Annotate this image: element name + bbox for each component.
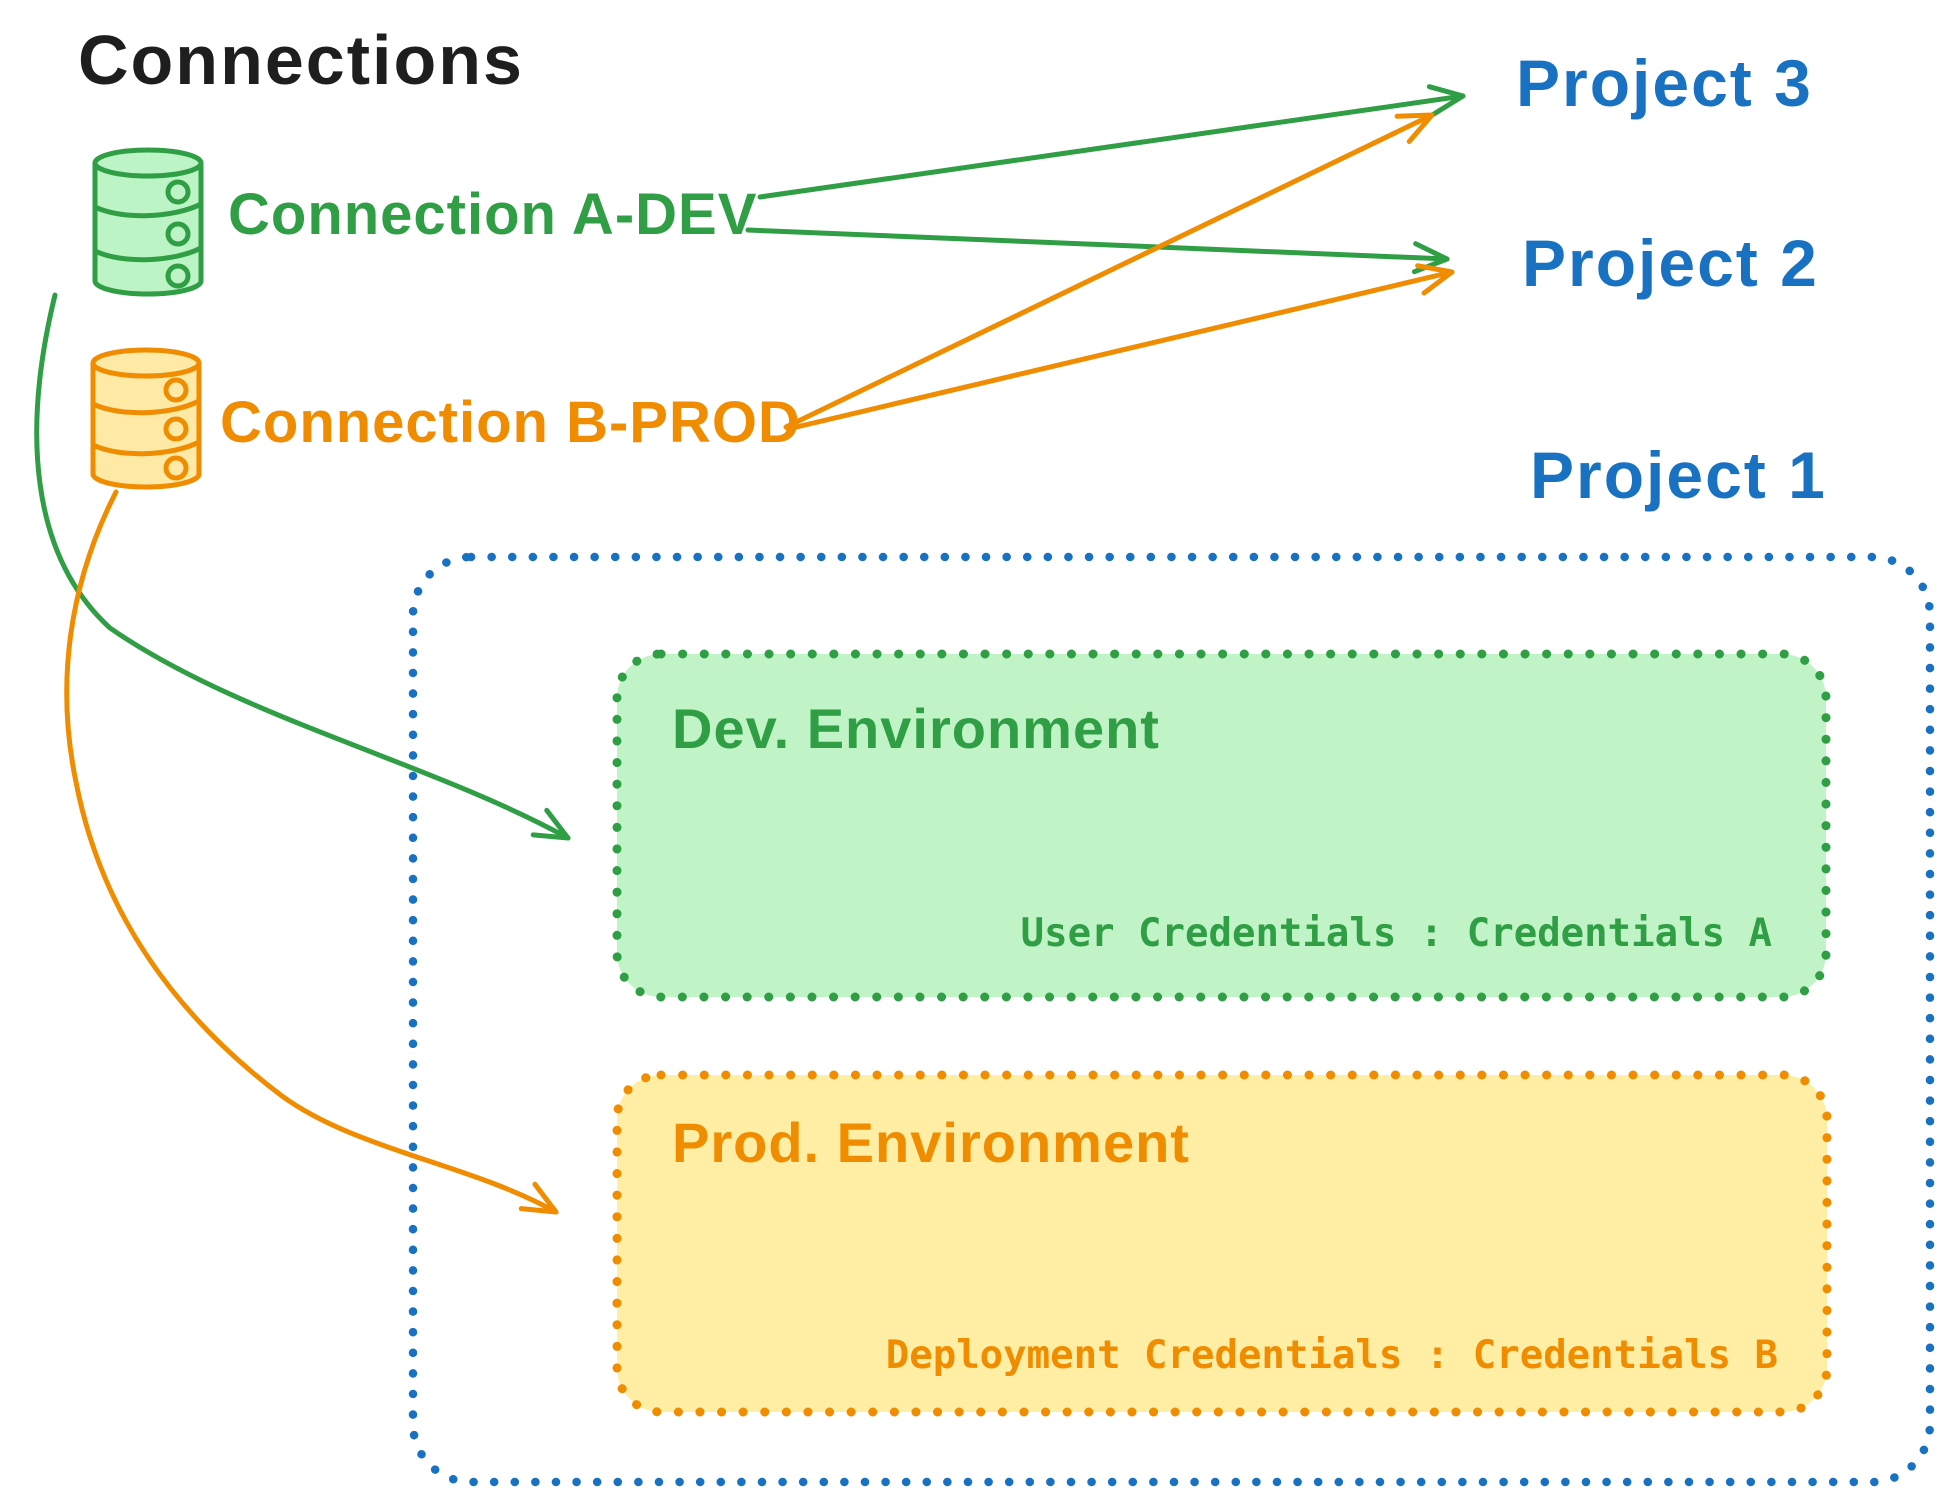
connection-a-dev-label: Connection A-DEV (228, 182, 757, 247)
database-icon-a-dev (92, 147, 204, 297)
arrow-a-dev-to-project-2 (745, 227, 1450, 275)
dev-environment-title: Dev. Environment (672, 697, 1160, 760)
dev-environment-rect (612, 649, 1831, 1002)
diagram-title: Connections (78, 21, 524, 99)
prod-credentials-text: Deployment Credentials : Credentials B (886, 1333, 1778, 1378)
arrow-b-prod-to-prod-environment (64, 489, 559, 1215)
dev-environment-box: Dev. Environment User Credentials : Cred… (612, 649, 1831, 1002)
connection-b-prod-label: Connection B-PROD (220, 390, 801, 455)
project-3-label: Project 3 (1516, 46, 1813, 120)
prod-environment-rect (612, 1070, 1832, 1417)
dev-credentials-text: User Credentials : Credentials A (1021, 911, 1772, 956)
database-icon-b-prod (90, 347, 202, 490)
project-1-label: Project 1 (1530, 438, 1827, 512)
project-1-container (408, 552, 1935, 1487)
arrow-a-dev-to-dev-environment (34, 292, 571, 841)
arrow-a-dev-to-project-3 (757, 84, 1466, 200)
project-2-label: Project 2 (1522, 226, 1819, 300)
arrow-b-prod-to-project-2 (785, 263, 1455, 432)
arrow-b-prod-to-project-3 (783, 112, 1435, 430)
prod-environment-box: Prod. Environment Deployment Credentials… (612, 1070, 1832, 1417)
prod-environment-title: Prod. Environment (672, 1111, 1190, 1174)
